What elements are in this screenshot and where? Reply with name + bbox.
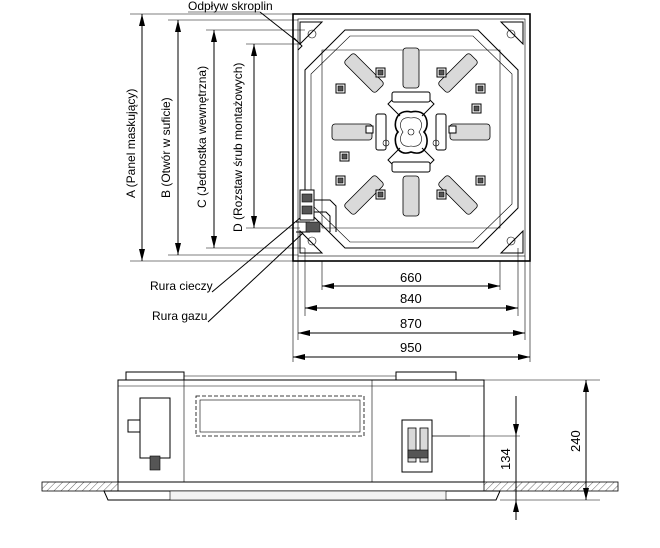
dim-a-label: A (Panel maskujący) [124, 89, 138, 198]
liquid-pipe-label: Rura cieczy [150, 279, 213, 293]
dim-660: 660 [400, 270, 422, 285]
drain-leader [259, 11, 299, 43]
horizontal-dimensions [292, 248, 531, 362]
dim-840: 840 [400, 291, 422, 306]
dim-950: 950 [400, 340, 422, 355]
dim-b-label: B (Otwór w suficie) [159, 97, 173, 198]
panel-inner-outline [297, 18, 526, 257]
gas-pipe-label: Rura gazu [152, 309, 207, 323]
dim-870: 870 [400, 316, 422, 331]
corner-top-left [299, 21, 324, 46]
corner-bottom-right [499, 229, 524, 254]
vanes [331, 47, 491, 217]
gas-pipe-leader [207, 232, 304, 323]
corner-bottom-left [299, 229, 324, 254]
dim-134: 134 [498, 448, 513, 470]
indoor-unit-body [304, 29, 519, 249]
dim-c-label: C (Jednostka wewnętrzna) [195, 66, 209, 208]
corner-top-right [499, 21, 524, 46]
top-view [292, 13, 531, 262]
panel-outline [292, 13, 531, 262]
fixings [335, 67, 486, 200]
center-clover [394, 110, 428, 154]
vertical-dimensions [130, 13, 305, 262]
pipe-connections [296, 189, 337, 233]
dim-240: 240 [568, 430, 583, 452]
side-view [41, 371, 619, 520]
side-filter [195, 395, 365, 437]
drain-label: Odpływ skroplin [188, 0, 273, 13]
side-unit-body [117, 379, 485, 483]
dim-d-label: D (Rozstaw śrub montażowych) [231, 63, 245, 232]
